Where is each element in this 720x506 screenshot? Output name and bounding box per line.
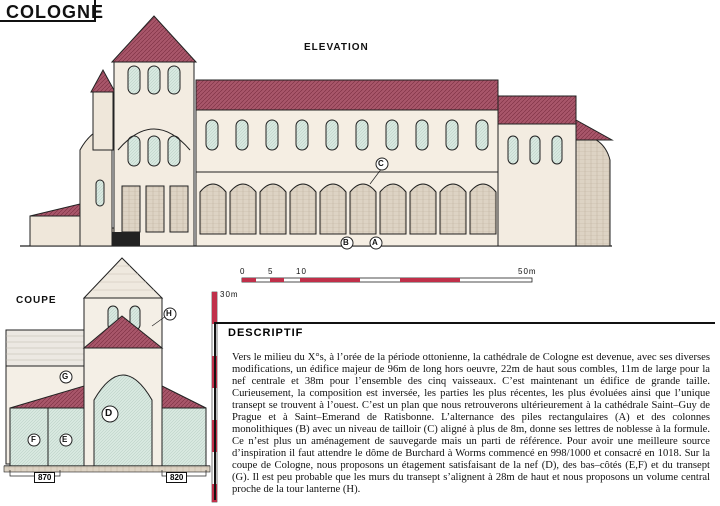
elevation-label: ELEVATION [304, 42, 369, 53]
dim-left: 870 [34, 472, 56, 483]
letter-e: E [62, 435, 69, 444]
section-drawing [3, 257, 211, 477]
scale-tick-10: 10 [296, 267, 307, 276]
letter-d: D [105, 408, 114, 419]
description-text: Vers le milieu du X°s, à l’orée de la pé… [232, 352, 710, 495]
coupe-label: COUPE [16, 295, 57, 306]
page-title: COLOGNE [0, 0, 103, 22]
scale-bar [241, 277, 533, 283]
letter-a: A [372, 238, 379, 247]
letter-g: G [62, 372, 70, 381]
height-scale-label: 30m [220, 290, 239, 299]
scale-tick-50: 50m [518, 267, 537, 276]
elevation-drawing [20, 15, 614, 247]
description-heading: DESCRIPTIF [228, 327, 304, 339]
letter-f: F [31, 435, 37, 444]
dim-right: 820 [166, 472, 188, 483]
scale-tick-5: 5 [268, 267, 274, 276]
description-frame [214, 322, 715, 500]
letter-b: B [343, 238, 350, 247]
letter-c: C [378, 159, 385, 168]
scale-tick-0: 0 [240, 267, 246, 276]
letter-h: H [166, 309, 173, 318]
